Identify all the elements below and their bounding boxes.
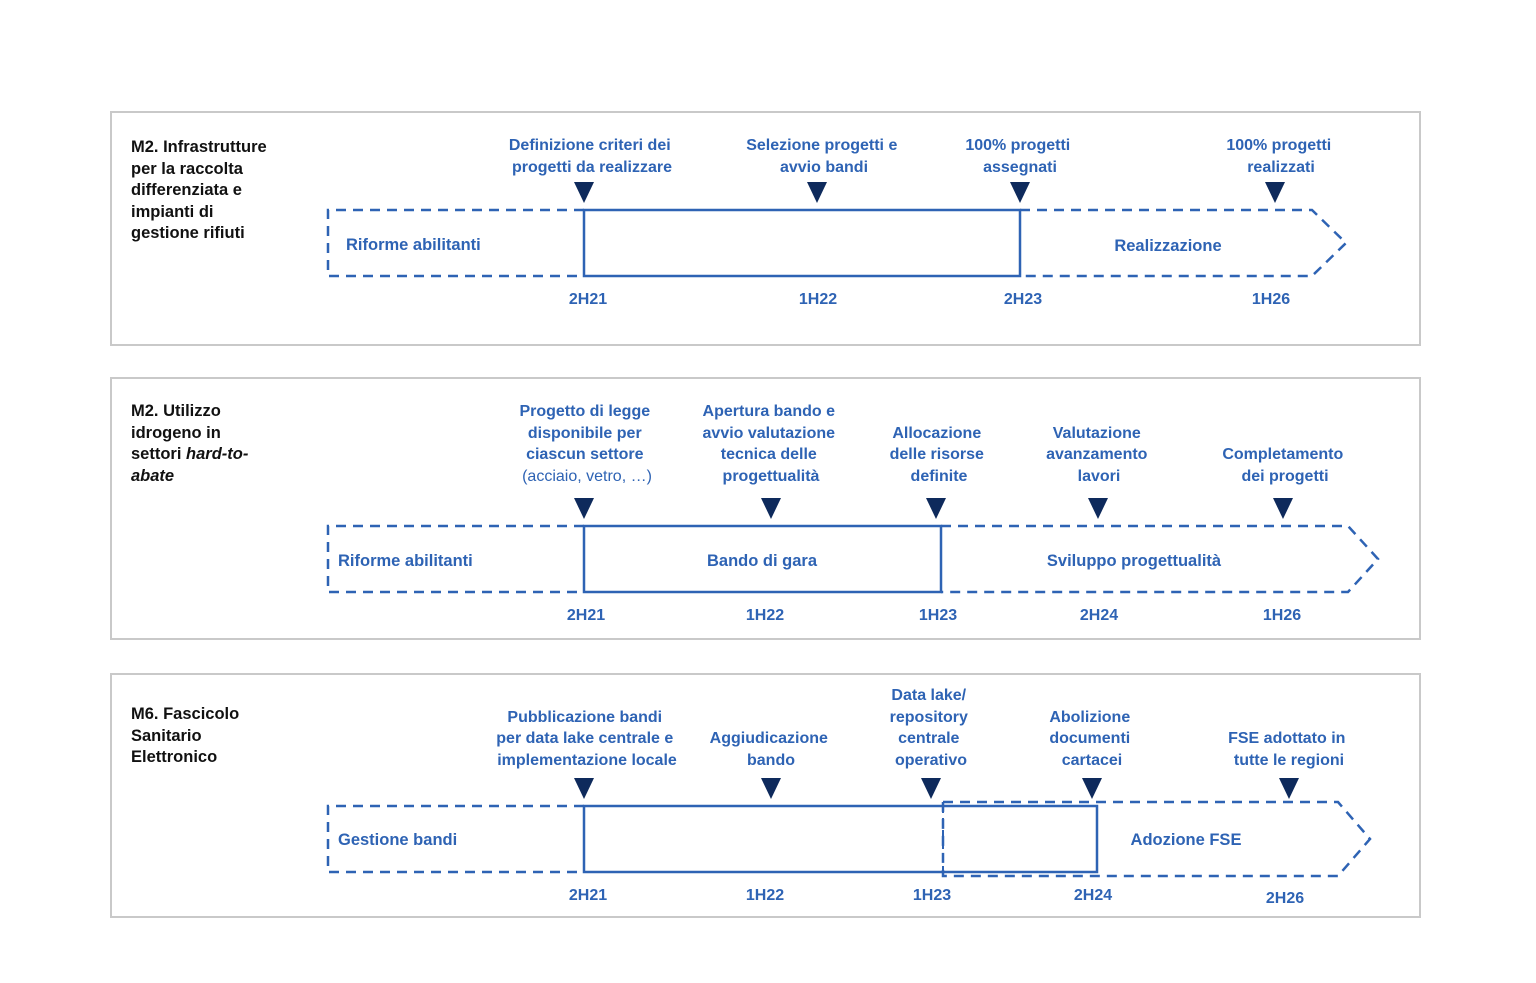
milestone-label: 100% progetti assegnati — [965, 137, 1074, 176]
period-label: 1H26 — [1263, 607, 1301, 624]
title-line: per la raccolta — [131, 159, 243, 178]
timeline-fse: Gestione bandi Adozione FSE Pubblicazion… — [326, 687, 1372, 907]
phase-label: Riforme abilitanti — [346, 236, 481, 254]
title-line: M2. Utilizzo — [131, 402, 221, 420]
milestone-marker-icon — [807, 182, 827, 203]
period-label: 2H23 — [1004, 291, 1042, 308]
milestone-marker-icon — [574, 498, 594, 519]
panel-title: M2. Infrastrutture per la raccolta diffe… — [131, 137, 291, 245]
milestone-label: Valutazione avanzamento lavori — [1046, 425, 1152, 485]
milestone-label: Abolizione documenti cartacei — [1049, 709, 1134, 769]
title-line: impianti di — [131, 202, 214, 221]
phase-label: Adozione FSE — [1131, 831, 1242, 849]
milestone-marker-icon — [1279, 778, 1299, 799]
title-line: Sanitario — [131, 726, 202, 745]
milestone-marker-icon — [921, 778, 941, 799]
period-label: 2H24 — [1074, 887, 1112, 904]
phase-shape-solid — [582, 804, 1099, 874]
milestone-marker-icon — [574, 778, 594, 799]
phase-shape-solid — [582, 208, 1022, 278]
phase-shape-dashed — [326, 804, 584, 874]
milestone-label: Definizione criteri dei progetti da real… — [509, 137, 675, 176]
title-line: settori hard-to- — [131, 444, 291, 466]
milestone-label: Completamento dei progetti — [1222, 446, 1347, 485]
period-label: 1H22 — [746, 607, 784, 624]
milestone-marker-icon — [1010, 182, 1030, 203]
phase-label: Bando di gara — [707, 552, 818, 570]
milestone-label: Apertura bando e avvio valutazione tecni… — [703, 403, 840, 485]
timeline-idrogeno: Riforme abilitanti Bando di gara Svilupp… — [326, 403, 1380, 624]
period-label: 1H23 — [913, 887, 951, 904]
period-label: 1H22 — [746, 887, 784, 904]
period-label: 2H21 — [567, 607, 605, 624]
milestone-label: Allocazione delle risorse definite — [890, 425, 989, 485]
period-label: 1H23 — [919, 607, 957, 624]
milestone-marker-icon — [1082, 778, 1102, 799]
milestone-marker-icon — [761, 778, 781, 799]
title-line: idrogeno in — [131, 423, 221, 442]
title-line-text: settori — [131, 445, 187, 463]
title-line: gestione rifiuti — [131, 224, 245, 242]
phase-shape-arrow — [1020, 208, 1348, 278]
phase-shape-dashed — [326, 208, 584, 278]
title-line: differenziata e — [131, 181, 242, 199]
period-label: 2H21 — [569, 291, 607, 308]
milestone-label: 100% progetti realizzati — [1226, 137, 1335, 176]
phase-shape-solid — [582, 524, 943, 594]
phase-shape-dashed — [326, 524, 584, 594]
phase-shape-arrow — [941, 800, 1372, 878]
phase-label: Gestione bandi — [338, 831, 457, 849]
panel-title: M2. Utilizzo idrogeno in settori hard-to… — [131, 401, 291, 487]
phase-label: Riforme abilitanti — [338, 552, 473, 570]
timeline-panel-fse — [110, 673, 1421, 918]
milestone-label: Pubblicazione bandi per data lake centra… — [496, 709, 677, 769]
title-line: abate — [131, 466, 291, 488]
timeline-panel-idrogeno — [110, 377, 1421, 640]
title-line-italic: abate — [131, 466, 175, 485]
milestone-label: Aggiudicazione bando — [710, 730, 833, 769]
title-line: M2. Infrastrutture — [131, 138, 267, 156]
timeline-rifiuti: Riforme abilitanti Realizzazione Definiz… — [326, 137, 1348, 308]
period-label: 2H24 — [1080, 607, 1118, 624]
milestone-label: Selezione progetti e avvio bandi — [746, 137, 902, 176]
period-label: 1H22 — [799, 291, 837, 308]
period-label: 2H26 — [1266, 890, 1304, 907]
title-line: Elettronico — [131, 748, 218, 766]
period-label: 2H21 — [569, 887, 607, 904]
milestone-marker-icon — [926, 498, 946, 519]
milestone-marker-icon — [1273, 498, 1293, 519]
milestone-label: FSE adottato in tutte le regioni — [1228, 730, 1350, 769]
phase-label: Realizzazione — [1114, 237, 1221, 255]
milestone-marker-icon — [1088, 498, 1108, 519]
title-line-italic: hard-to- — [186, 445, 249, 463]
phase-label: Sviluppo progettualità — [1047, 552, 1222, 570]
milestone-marker-icon — [1265, 182, 1285, 203]
period-label: 1H26 — [1252, 291, 1290, 308]
panel-title: M6. Fascicolo Sanitario Elettronico — [131, 704, 291, 769]
milestone-marker-icon — [761, 498, 781, 519]
milestone-marker-icon — [574, 182, 594, 203]
title-line: M6. Fascicolo — [131, 705, 240, 723]
milestone-label: Data lake/ repository centrale operativo — [890, 687, 973, 769]
milestone-label: Progetto di legge disponibile per ciascu… — [519, 403, 654, 485]
phase-shape-arrow — [941, 524, 1380, 594]
